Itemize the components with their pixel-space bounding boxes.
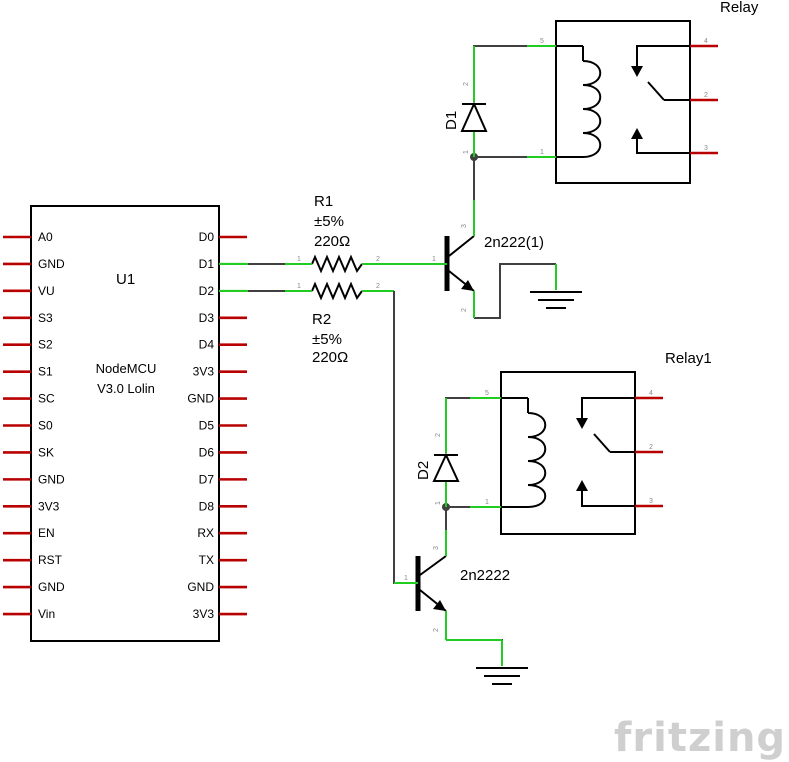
mcu-right-pin-label: 3V3 [193, 365, 215, 379]
mcu-right-pin-label: D8 [199, 499, 215, 513]
resistor-r1[interactable]: 1 2 R1 ±5% 220Ω [220, 193, 440, 274]
r2-tolerance: ±5% [312, 331, 342, 348]
q1-base-number: 1 [432, 256, 436, 263]
mcu-left-pin-label: EN [38, 526, 55, 540]
mcu-left-pin-label: GND [38, 257, 65, 271]
r2-pin2-number: 2 [376, 283, 380, 290]
mcu-left-pin-label: S3 [38, 311, 53, 325]
relay-pin3-number: 3 [704, 145, 708, 152]
resistor-r2[interactable]: 1 2 R2 ±5% 220Ω [220, 281, 394, 366]
q2-base-number: 1 [404, 575, 408, 582]
mcu-left-pin-label: A0 [38, 230, 53, 244]
relay-pin2-number: 2 [704, 92, 708, 99]
mcu-left-pin-label: S0 [38, 419, 53, 433]
r1-pin2-number: 2 [376, 256, 380, 263]
diode-d1[interactable]: 2 1 D1 [443, 46, 488, 157]
q1-collector-number: 3 [461, 224, 468, 228]
q1-emitter-number: 2 [461, 308, 468, 312]
relay-pin5-number: 5 [540, 38, 544, 45]
diode-d2[interactable]: 2 1 D2 [415, 398, 460, 507]
mcu-ref: U1 [116, 271, 135, 288]
q2-emitter-number: 2 [433, 628, 440, 632]
transistor-q2[interactable]: 1 3 2 2n2222 [394, 530, 510, 641]
mcu-right-pin-label: D2 [199, 284, 215, 298]
mcu-right-pin-label: D1 [199, 257, 215, 271]
mcu-left-pin-label: S2 [38, 338, 53, 352]
mcu-right-pin-label: D7 [199, 472, 215, 486]
relay1-pin2-number: 2 [649, 444, 653, 451]
mcu-right-pin-label: RX [197, 526, 214, 540]
d1-bottom-pin-number: 1 [463, 150, 470, 154]
mcu-right-pin-label: D3 [199, 311, 215, 325]
d2-bottom-pin-number: 1 [435, 501, 442, 505]
d1-ref: D1 [443, 111, 460, 130]
d2-top-pin-number: 2 [435, 433, 442, 437]
wires [248, 45, 556, 645]
mcu-right-pin-label: 3V3 [193, 607, 215, 621]
mcu-left-pin-label: SC [38, 392, 55, 406]
mcu-right-pin-label: TX [199, 553, 214, 567]
mcu-right-pin-label: D5 [199, 419, 215, 433]
r1-tolerance: ±5% [314, 213, 344, 230]
mcu-model-line1: NodeMCU [96, 361, 157, 376]
mcu-left-pin-label: SK [38, 445, 54, 459]
d2-ref: D2 [415, 461, 432, 480]
mcu-right-pin-label: GND [187, 580, 214, 594]
transistor-q1[interactable]: 1 3 2 2n222(1) [432, 200, 544, 318]
mcu-right-pin-label: D4 [199, 338, 215, 352]
ground-symbol-1 [530, 264, 582, 309]
ground-symbol-2 [476, 640, 528, 685]
q1-ref: 2n222(1) [484, 234, 544, 251]
mcu-left-pin-label: GND [38, 580, 65, 594]
relay-pin1-number: 1 [540, 149, 544, 156]
r2-pin1-number: 1 [297, 283, 301, 290]
mcu-left-pin-label: RST [38, 553, 63, 567]
mcu-left-pin-label: 3V3 [38, 499, 60, 513]
r1-ref: R1 [314, 193, 333, 210]
relay1-pin3-number: 3 [649, 498, 653, 505]
fritzing-logo: fritzing [614, 715, 786, 761]
relay1-ref: Relay1 [665, 350, 712, 367]
mcu-left-pin-label: GND [38, 472, 65, 486]
q2-ref: 2n2222 [460, 567, 510, 584]
mcu-left-pin-label: VU [38, 284, 55, 298]
mcu-right-pin-label: GND [187, 392, 214, 406]
r1-pin1-number: 1 [297, 256, 301, 263]
relay1-pin1-number: 1 [485, 499, 489, 506]
r2-value: 220Ω [312, 349, 348, 366]
q2-collector-number: 3 [433, 546, 440, 550]
mcu-left-pin-label: Vin [38, 607, 55, 621]
relay-top[interactable]: 5 1 4 2 3 Relay [527, 0, 759, 184]
relay1-pin4-number: 4 [649, 390, 653, 397]
mcu-right-pin-label: D6 [199, 445, 215, 459]
relay-pin4-number: 4 [704, 38, 708, 45]
relay1-pin5-number: 5 [485, 390, 489, 397]
mcu-model-line2: V3.0 Lolin [97, 381, 155, 396]
relay-bottom[interactable]: 5 1 4 2 3 Relay1 [470, 350, 712, 535]
mcu-right-pin-label: D0 [199, 230, 215, 244]
mcu-left-pin-label: S1 [38, 365, 53, 379]
d1-top-pin-number: 2 [463, 82, 470, 86]
r1-value: 220Ω [314, 233, 350, 250]
r2-ref: R2 [312, 311, 331, 328]
relay-ref: Relay [720, 0, 759, 16]
